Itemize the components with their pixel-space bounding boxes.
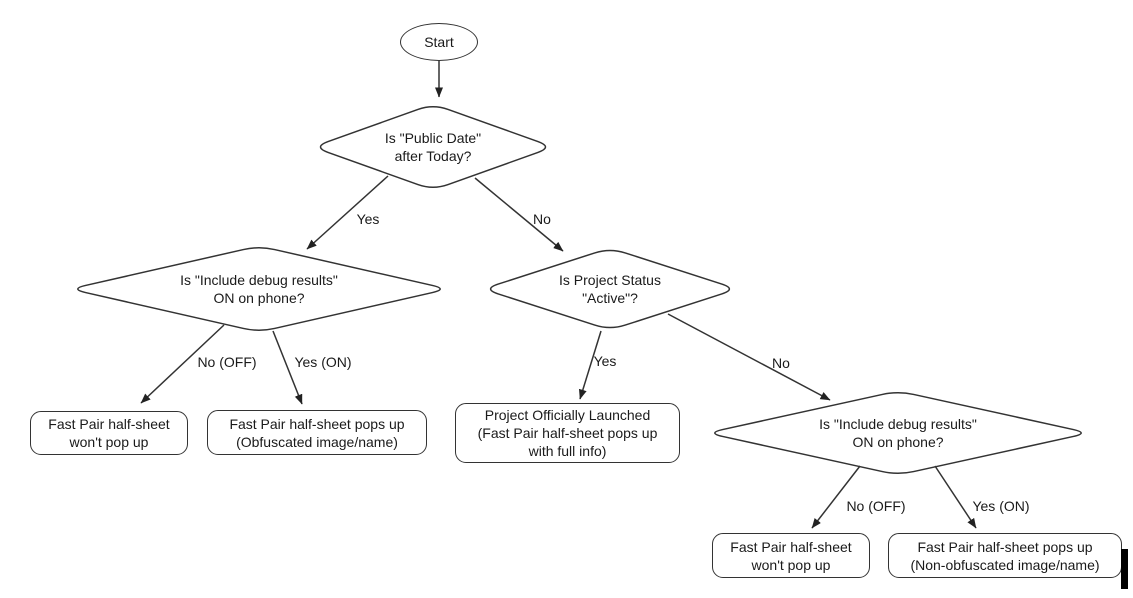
decision-public-date-line1: Is "Public Date" <box>384 130 482 146</box>
outcome-obfuscated-line1: Fast Pair half-sheet pops up <box>229 415 405 432</box>
edge-yes-to-debug-left <box>306 175 389 250</box>
outcome-non-obfuscated-line1: Fast Pair half-sheet pops up <box>917 538 1093 555</box>
decision-project-status-line2: "Active"? <box>582 290 638 306</box>
decision-public-date-label: Is "Public Date" after Today? <box>385 129 481 165</box>
outcome-no-popup-left-node: Fast Pair half-sheet won't pop up <box>30 411 188 455</box>
decision-debug-left-shape <box>77 247 441 331</box>
decision-project-status-label: Is Project Status "Active"? <box>559 271 661 307</box>
decision-debug-right-line2: ON on phone? <box>852 434 944 450</box>
edge-label-no-off-left: No (OFF) <box>197 354 257 370</box>
decision-debug-right-shape <box>714 391 1082 475</box>
edge-label-yes-public-date: Yes <box>356 211 380 227</box>
start-node-label: Start <box>424 34 454 50</box>
outcome-obfuscated-node: Fast Pair half-sheet pops up (Obfuscated… <box>207 410 427 455</box>
outcome-launched-line2: (Fast Pair half-sheet pops up <box>477 425 658 441</box>
start-node: Start <box>400 23 478 61</box>
decision-debug-left-line2: ON on phone? <box>213 290 305 306</box>
edge-no-off-to-wont-popup-left <box>140 324 225 404</box>
outcome-non-obfuscated-line2: (Non-obfuscated image/name) <box>910 556 1100 573</box>
decision-debug-right-label: Is "Include debug results" ON on phone? <box>819 415 977 451</box>
decision-debug-left-label: Is "Include debug results" ON on phone? <box>180 271 338 307</box>
edge-label-yes-on-right: Yes (ON) <box>972 498 1030 514</box>
outcome-no-popup-right-line2: won't pop up <box>751 556 831 573</box>
edge-label-yes-on-left: Yes (ON) <box>294 354 352 370</box>
edge-no-to-project-status <box>474 177 564 252</box>
edge-label-no-public-date: No <box>533 211 551 227</box>
text-cursor-artifact <box>1121 549 1128 589</box>
decision-public-date-line2: after Today? <box>394 148 472 164</box>
decision-debug-right-line1: Is "Include debug results" <box>819 416 977 432</box>
outcome-no-popup-left-line1: Fast Pair half-sheet <box>48 416 170 432</box>
decision-debug-left-line1: Is "Include debug results" <box>180 272 338 288</box>
outcome-obfuscated-line2: (Obfuscated image/name) <box>236 433 398 450</box>
edge-yes-on-to-obfuscated <box>272 330 303 405</box>
edge-yes-on-to-non-obfuscated <box>934 465 977 529</box>
outcome-no-popup-left-line2: won't pop up <box>69 434 149 450</box>
decision-project-status-line1: Is Project Status <box>559 272 661 288</box>
outcome-no-popup-right-node: Fast Pair half-sheet won't pop up <box>712 533 870 578</box>
edge-label-no-off-right: No (OFF) <box>846 498 906 514</box>
edge-no-off-to-wont-popup-right <box>811 465 861 529</box>
outcome-launched-node: Project Officially Launched (Fast Pair h… <box>455 403 680 463</box>
edge-yes-to-launched <box>578 330 602 400</box>
edge-label-no-active: No <box>772 355 790 371</box>
outcome-launched-line1: Project Officially Launched <box>484 407 651 423</box>
outcome-non-obfuscated-node: Fast Pair half-sheet pops up (Non-obfusc… <box>888 533 1122 578</box>
outcome-no-popup-right-line1: Fast Pair half-sheet <box>730 538 852 555</box>
decision-public-date-shape <box>319 105 547 189</box>
decision-project-status-shape <box>489 249 731 329</box>
outcome-launched-line3: with full info) <box>528 443 607 459</box>
edge-label-yes-active: Yes <box>593 353 617 369</box>
edge-no-to-debug-right <box>667 313 831 401</box>
